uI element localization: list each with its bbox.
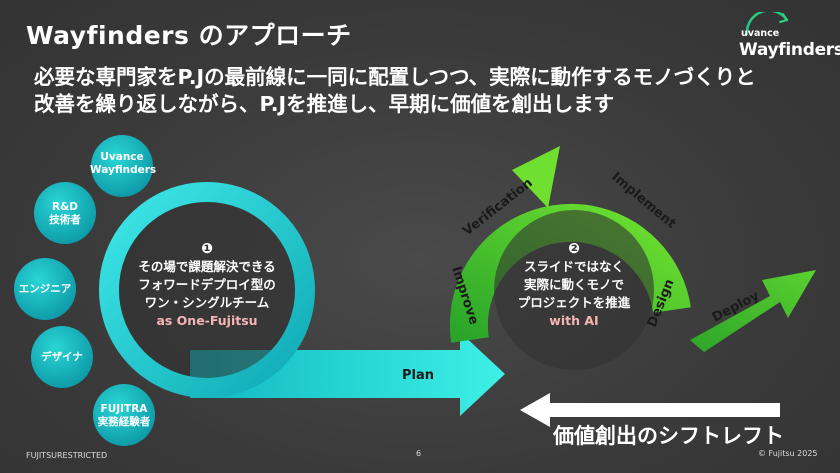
- shift-left-arrow: [520, 393, 780, 427]
- shift-left-label: 価値創出のシフトレフト: [553, 424, 784, 448]
- expert-label-3: エンジニア: [18, 283, 72, 295]
- cycle-ring: [449, 146, 691, 370]
- expert-bubble-1: [91, 135, 153, 197]
- expert-label-4: デザイナ: [41, 351, 83, 363]
- cycle-highlight: with AI: [549, 313, 599, 328]
- expert-bubble-2: [34, 182, 96, 244]
- expert-bubble-5: [93, 384, 155, 446]
- expert-label-5: FUJITRA 実務経験者: [97, 403, 151, 428]
- subtitle-line-1: 必要な専門家をP.Jの最前線に一同に配置しつつ、実際に動作するモノづくりと: [34, 65, 756, 89]
- footer-page-number: 6: [416, 449, 422, 458]
- logo-ring-icon: [745, 12, 789, 36]
- expert-bubbles: [14, 135, 155, 446]
- team-highlight: as One-Fujitsu: [156, 313, 258, 328]
- expert-label-2: R&D 技術者: [49, 201, 81, 226]
- team-ring: [99, 182, 315, 398]
- deploy-arrow: [690, 270, 816, 352]
- logo-brand-text: uvance: [741, 28, 780, 39]
- cycle-number: ❷: [568, 241, 580, 257]
- team-circle-text: ❶ その場で課題解決できる フォワードデプロイ型の ワン・シングルチーム as …: [115, 240, 299, 330]
- slide-subtitle: 必要な専門家をP.Jの最前線に一同に配置しつつ、実際に動作するモノづくりと 改善…: [34, 64, 774, 118]
- logo-product-text: Wayfinders: [739, 40, 840, 60]
- subtitle-line-2: 改善を繰り返しながら、P.Jを推進し、早期に価値を創出します: [34, 92, 615, 116]
- expert-bubble-4: [31, 326, 93, 388]
- footer-classification: FUJITSURESTRICTED: [26, 451, 108, 460]
- team-number: ❶: [201, 241, 213, 257]
- expert-bubble-3: [14, 258, 76, 320]
- slide-title: Wayfinders のアプローチ: [26, 21, 352, 50]
- wayfinders-logo: uvance Wayfinders: [735, 12, 840, 72]
- label-plan: Plan: [402, 368, 434, 383]
- footer-copyright: © Fujitsu 2025: [758, 449, 818, 458]
- expert-label-1: Uvance Wayfinders: [90, 151, 157, 176]
- cycle-circle-text: ❷ スライドではなく 実際に動くモノで プロジェクトを推進 with AI: [492, 240, 656, 330]
